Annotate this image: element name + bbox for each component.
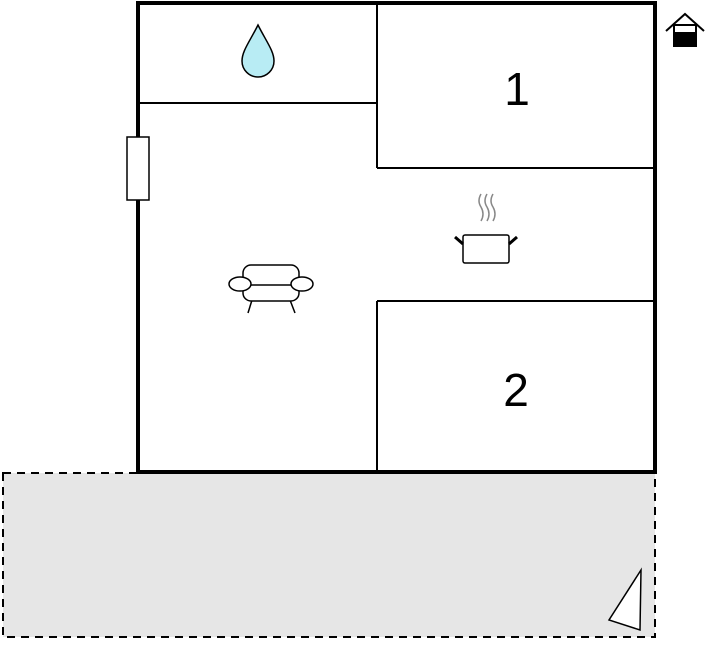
water-drop-icon xyxy=(241,23,275,78)
room-1-label: 1 xyxy=(504,63,530,115)
steam-lines xyxy=(478,193,496,222)
interior-walls xyxy=(138,3,655,472)
exterior-walls xyxy=(136,1,657,474)
building-floor xyxy=(138,3,655,472)
room-2-label: 2 xyxy=(503,364,529,416)
cooking-pot-icon xyxy=(454,193,518,264)
house-entrance-icon xyxy=(665,12,705,47)
terrace-area xyxy=(2,472,656,638)
sofa-icon xyxy=(228,264,314,314)
window-icon xyxy=(126,136,150,201)
terrace-corner-icon xyxy=(607,567,642,632)
